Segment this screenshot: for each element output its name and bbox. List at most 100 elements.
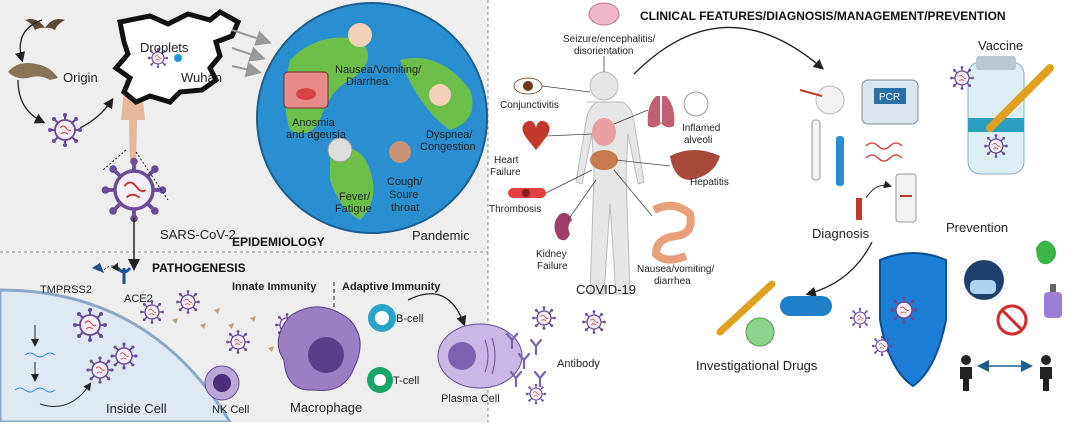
kidney-icon — [554, 212, 572, 241]
test-tube-icon — [811, 119, 821, 181]
activation-arrow — [407, 293, 467, 327]
rna-strand-icon — [14, 387, 56, 393]
tmprss2-label: TMPRSS2 — [40, 284, 92, 296]
brain-icon — [588, 2, 620, 26]
dotted-link — [135, 151, 169, 201]
liver-icon — [670, 150, 720, 180]
droplets-label: Droplets — [140, 40, 189, 55]
tongue-icon — [296, 88, 316, 100]
alveoli-icon — [683, 91, 709, 117]
prevention-label: Prevention — [946, 220, 1008, 235]
dyspnea-person-icon — [429, 84, 451, 106]
inside-cell-label: Inside Cell — [106, 401, 167, 416]
vaccine-label: Vaccine — [978, 38, 1023, 53]
investigational-drugs-label: Investigational Drugs — [696, 358, 818, 373]
t-cell-label: T-cell — [393, 375, 419, 387]
pandemic-label: Pandemic — [412, 228, 470, 243]
pcr-screen-icon — [874, 88, 906, 104]
eye-iris-icon — [523, 81, 533, 91]
sanitizer-pump-icon — [1050, 284, 1056, 292]
intestines-icon — [651, 201, 695, 264]
virus-icon — [225, 329, 251, 355]
fever-person-icon — [327, 137, 353, 163]
virus-icon — [85, 355, 115, 385]
drug-syringe-icon — [716, 280, 776, 336]
heart-label-1: Heart — [494, 155, 519, 166]
spread-arrow — [231, 61, 262, 78]
virus-icon — [139, 299, 165, 325]
sars-cov-2-virus-icon — [99, 155, 169, 225]
virus-icon — [525, 383, 547, 405]
inflamed-label-2: alveoli — [684, 135, 712, 146]
cough-label-2: Soure — [389, 189, 418, 201]
rapid-test-icon — [895, 173, 917, 223]
pathogenesis-section: PATHOGENESIS TMPRSS2 ACE2 Inside Cell NK… — [0, 261, 607, 424]
abdomen-organ-icon — [590, 150, 618, 170]
virus-icon — [849, 307, 871, 329]
diagnosis-arrow — [633, 26, 824, 75]
origin-label: Origin — [63, 70, 98, 85]
nausea-symptom-label-2: Diarrhea — [346, 76, 389, 88]
anosmia-label-2: and ageusia — [286, 129, 347, 141]
virus-icon — [47, 112, 83, 148]
innate-immunity-label: Innate Immunity — [232, 281, 317, 293]
heart-icon — [522, 120, 550, 150]
cleavage-arrow — [103, 262, 120, 272]
handwash-icon — [1036, 240, 1056, 265]
tmprss2-receptor-icon — [92, 263, 104, 273]
virus-icon — [581, 309, 607, 335]
transmission-arrow — [79, 97, 114, 129]
b-cell-nucleus-icon — [375, 311, 389, 325]
covid-19-label: COVID-19 — [576, 282, 636, 297]
dyspnea-label-2: Congestion — [420, 141, 476, 153]
test-arrow — [865, 180, 892, 199]
virus-icon — [175, 289, 201, 315]
nausea-symptom-label-1: Nausea/Vomiting/ — [335, 64, 422, 76]
antibody-label: Antibody — [557, 358, 600, 370]
virus-icon — [109, 341, 139, 371]
human-body-icon — [575, 71, 645, 295]
thrombosis-label: Thrombosis — [489, 204, 541, 215]
adaptive-immunity-label: Adaptive Immunity — [342, 281, 441, 293]
cough-label-1: Cough/ — [387, 176, 423, 188]
macrophage-nucleus-icon — [308, 337, 344, 373]
nk-cell-label: NK Cell — [212, 404, 249, 416]
plasma-cell-label: Plasma Cell — [441, 393, 500, 405]
sample-tube-icon — [836, 136, 844, 186]
vial-cap-icon — [976, 56, 1016, 70]
virus-icon — [889, 295, 919, 325]
inflamed-label-1: Inflamed — [682, 123, 720, 134]
sars-cov-2-label: SARS-CoV-2 — [160, 227, 236, 242]
pill-icon — [745, 317, 775, 347]
t-cell-nucleus-icon — [374, 374, 386, 386]
epidemiology-section: Origin Droplets Wuhan SARS-CoV-2 — [8, 2, 488, 271]
fever-label-1: Fever/ — [339, 191, 371, 203]
face-mask-icon — [970, 280, 996, 294]
origin-arrow — [14, 19, 43, 63]
clot-icon — [522, 189, 530, 197]
cough-person-icon — [389, 141, 411, 163]
seizure-label-1: Seizure/encephalitis/ — [563, 34, 655, 45]
assembly-arrow — [39, 382, 92, 407]
spread-arrow — [231, 46, 266, 62]
kidney-label-1: Kidney — [536, 249, 567, 260]
anosmia-label-1: Anosmia — [292, 117, 336, 129]
syringe-icon — [986, 64, 1054, 132]
diagnosis-label: Diagnosis — [812, 226, 870, 241]
pangolin-icon — [8, 63, 58, 80]
cytokine-particles-icon — [172, 308, 274, 352]
kidney-label-2: Failure — [537, 261, 568, 272]
sanitizer-icon — [1044, 292, 1062, 318]
patient-head-icon — [815, 85, 845, 115]
epidemiology-heading: EPIDEMIOLOGY — [232, 235, 325, 249]
virus-icon — [983, 133, 1009, 159]
amplification-wave-icon — [865, 142, 903, 162]
blood-tube-icon — [856, 198, 862, 220]
virus-icon — [72, 307, 108, 343]
pcr-label: PCR — [879, 92, 900, 103]
gi-label-2: diarrhea — [654, 276, 691, 287]
clinical-heading: CLINICAL FEATURES/DIAGNOSIS/MANAGEMENT/P… — [640, 9, 1006, 23]
capsule-icon — [780, 296, 832, 316]
nausea-person-icon — [348, 23, 372, 47]
